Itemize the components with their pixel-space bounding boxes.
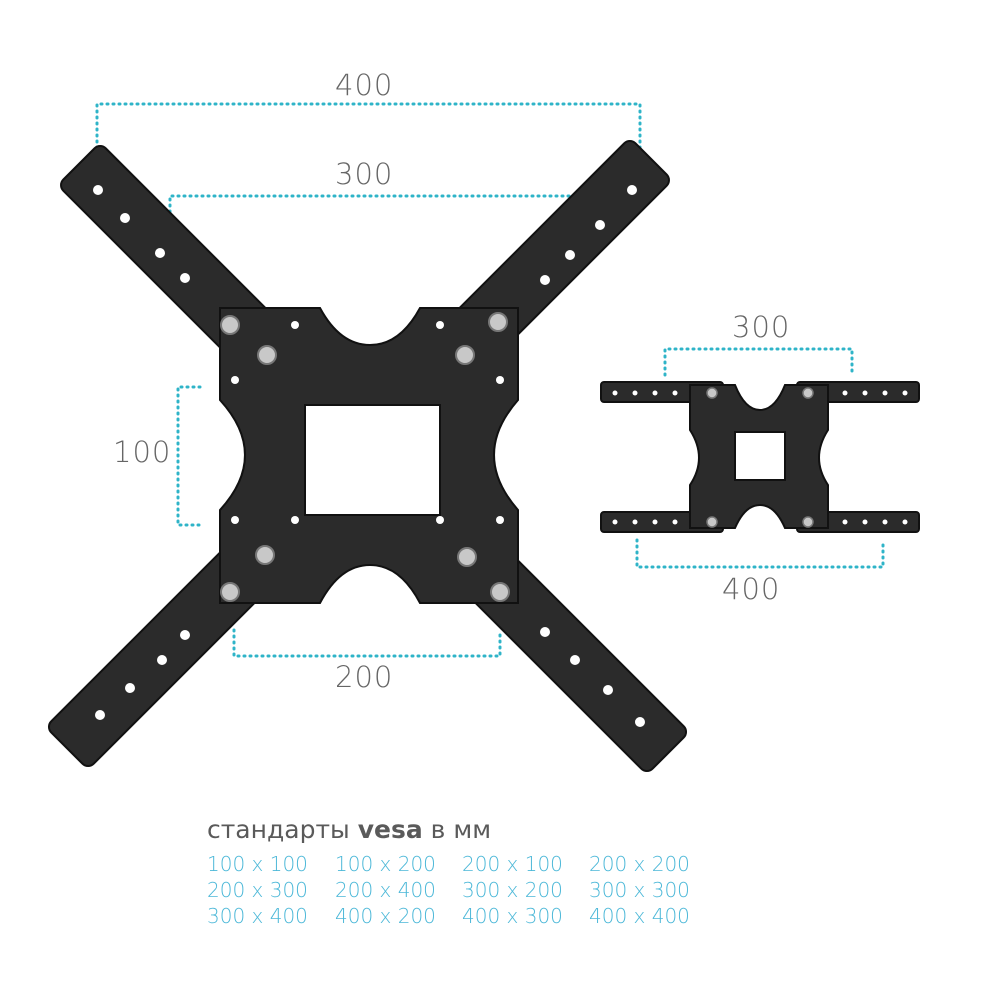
- dim-400-side: 400: [722, 572, 781, 606]
- side-bracket: [600, 381, 920, 533]
- vesa-size: 200 x 300: [207, 878, 308, 902]
- title-suffix: в мм: [430, 815, 492, 844]
- vesa-title: стандарты vesa в мм: [207, 815, 491, 844]
- vesa-size: 100 x 100: [207, 852, 308, 876]
- dim-300-main: 300: [335, 157, 394, 191]
- vesa-size: 200 x 400: [335, 878, 436, 902]
- vesa-size: 300 x 200: [462, 878, 563, 902]
- title-prefix: стандарты: [207, 815, 350, 844]
- dim-100-main: 100: [113, 435, 172, 469]
- vesa-size: 400 x 300: [462, 904, 563, 928]
- vesa-size: 200 x 100: [462, 852, 563, 876]
- vesa-sizes-grid: 100 x 100 100 x 200 200 x 100 200 x 200 …: [207, 852, 717, 928]
- vesa-size: 200 x 200: [589, 852, 690, 876]
- vesa-size: 300 x 400: [207, 904, 308, 928]
- vesa-size: 400 x 200: [335, 904, 436, 928]
- vesa-size: 100 x 200: [335, 852, 436, 876]
- title-bold: vesa: [357, 815, 423, 844]
- vesa-size: 400 x 400: [589, 904, 690, 928]
- dim-400-main: 400: [335, 68, 394, 102]
- dim-200-main: 200: [335, 660, 394, 694]
- main-bracket: [47, 140, 688, 773]
- dim-300-side: 300: [732, 310, 791, 344]
- vesa-size: 300 x 300: [589, 878, 690, 902]
